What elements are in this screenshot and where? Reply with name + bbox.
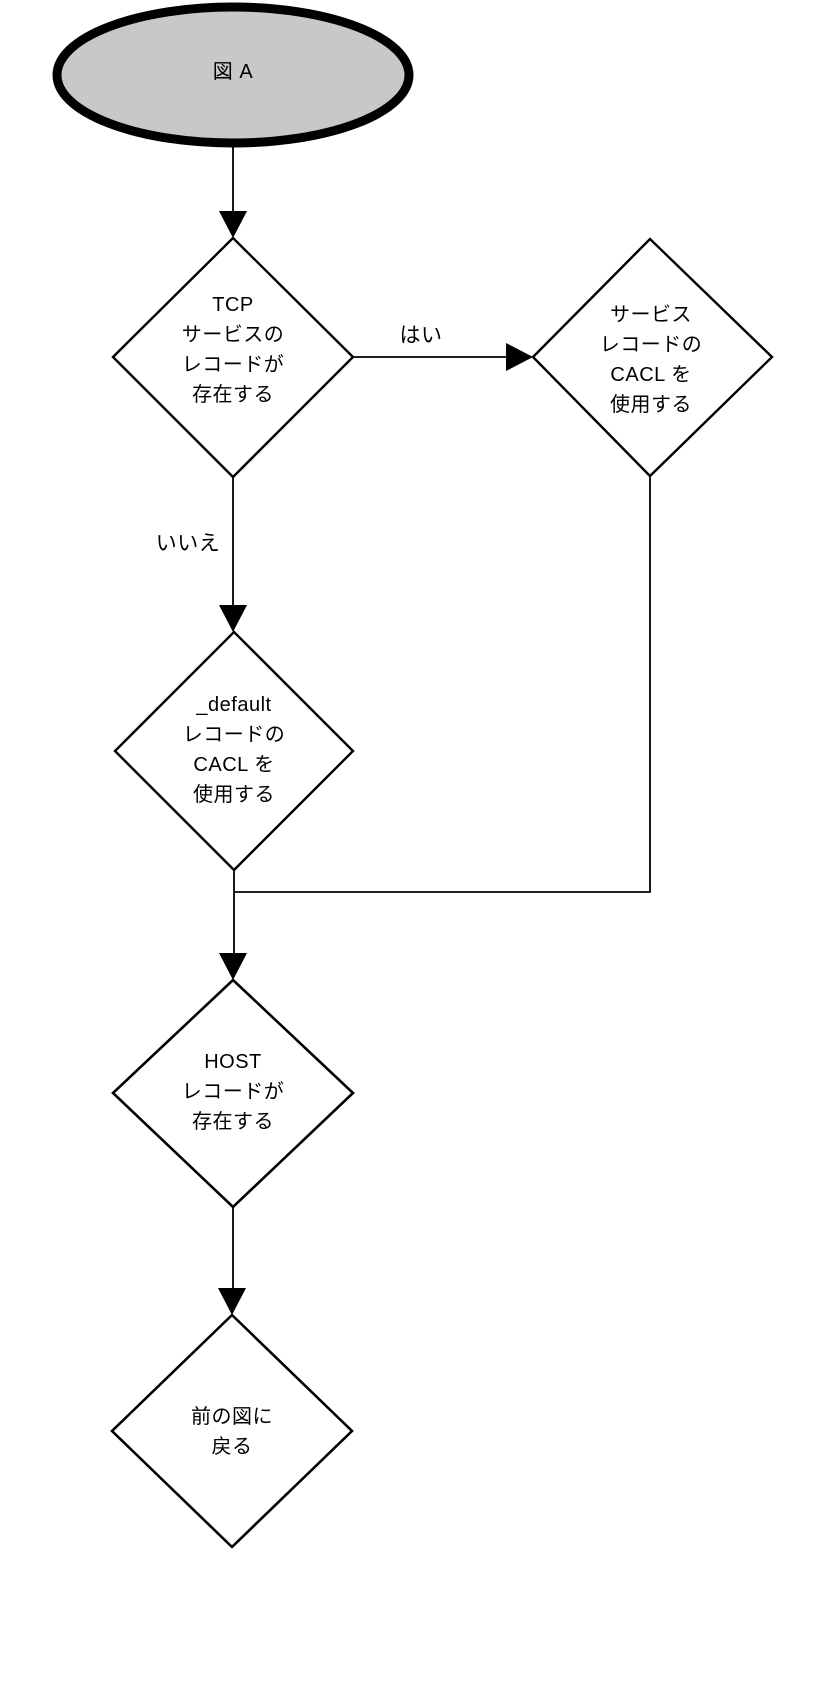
edge-tcp-yes-to-service <box>353 343 533 371</box>
arrowhead-down-icon <box>218 1288 246 1315</box>
decision-tcp-service-shape <box>111 236 355 479</box>
arrowhead-down-icon <box>219 211 247 238</box>
decision-tcp-service-label: TCP サービスの レコードが 存在する <box>181 294 285 406</box>
edge-default-to-host <box>219 870 247 980</box>
edge-label-yes: はい <box>399 324 443 347</box>
decision-default-cacl-shape <box>113 630 355 872</box>
edge-start-to-tcp <box>219 143 247 238</box>
edge-host-to-return <box>218 1207 246 1315</box>
arrowhead-down-icon <box>219 953 247 980</box>
decision-service-cacl-shape <box>531 237 774 478</box>
decision-service-cacl-label: サービス レコードの CACL を 使用する <box>599 304 703 416</box>
terminator-label: 図 A <box>212 61 254 83</box>
decision-return-previous-shape <box>110 1313 354 1549</box>
decision-host-record-label: HOST レコードが 存在する <box>181 1051 285 1133</box>
arrowhead-down-icon <box>219 605 247 632</box>
edge-line <box>235 476 651 893</box>
edge-service-merge <box>235 476 651 893</box>
edge-label-no: いいえ <box>155 532 221 555</box>
decision-return-previous-label: 前の図に 戻る <box>191 1406 273 1458</box>
terminator-shape <box>52 2 414 148</box>
arrowhead-right-icon <box>506 343 533 371</box>
edge-tcp-no-to-default <box>219 477 247 632</box>
decision-default-cacl-label: _default レコードの CACL を 使用する <box>182 694 286 806</box>
decision-host-record-shape <box>111 978 355 1209</box>
